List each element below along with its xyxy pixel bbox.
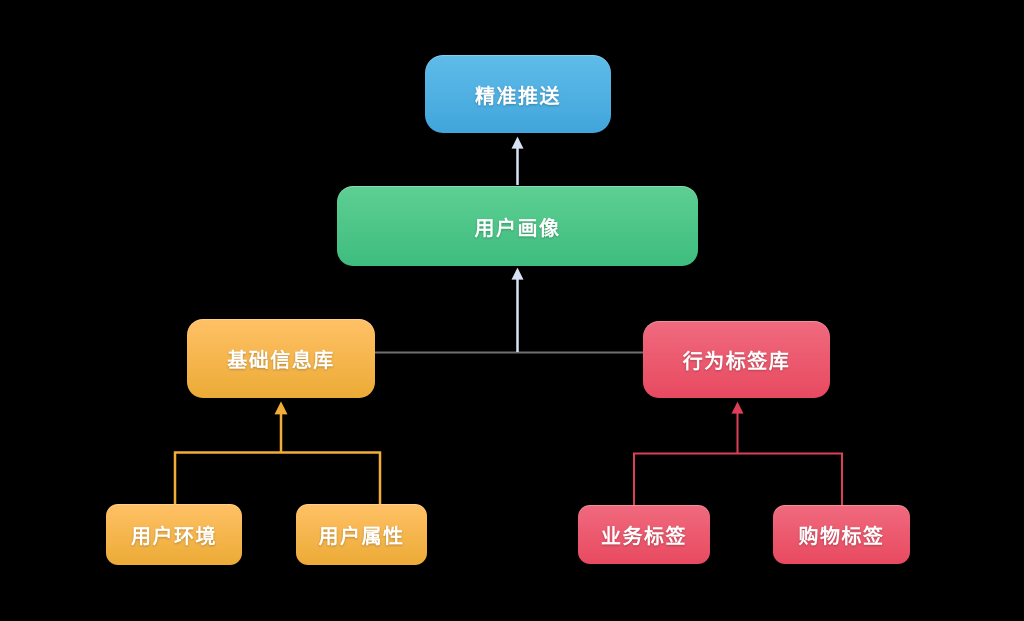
node-shopping-tags-label: 购物标签: [798, 526, 885, 548]
node-user-profile: 用户画像: [337, 186, 698, 266]
node-business-tags-label: 业务标签: [601, 526, 687, 548]
node-user-environment: 用户环境: [106, 504, 242, 565]
node-user-attributes: 用户属性: [296, 504, 427, 565]
node-user-attributes-label: 用户属性: [318, 526, 405, 548]
node-basic-info-db-label: 基础信息库: [227, 350, 335, 372]
node-user-profile-label: 用户画像: [474, 217, 561, 240]
bracket-behavior-tags-children: [633, 452, 843, 505]
bracket-basic-info-children: [173, 451, 382, 505]
node-user-environment-label: 用户环境: [131, 526, 217, 548]
node-behavior-tag-db: 行为标签库: [643, 321, 830, 398]
node-basic-info-db: 基础信息库: [187, 319, 375, 398]
node-behavior-tag-db-label: 行为标签库: [682, 351, 791, 373]
node-precise-push: 精准推送: [425, 55, 611, 133]
node-business-tags: 业务标签: [578, 505, 710, 564]
node-precise-push-label: 精准推送: [475, 85, 561, 108]
node-shopping-tags: 购物标签: [773, 505, 910, 564]
